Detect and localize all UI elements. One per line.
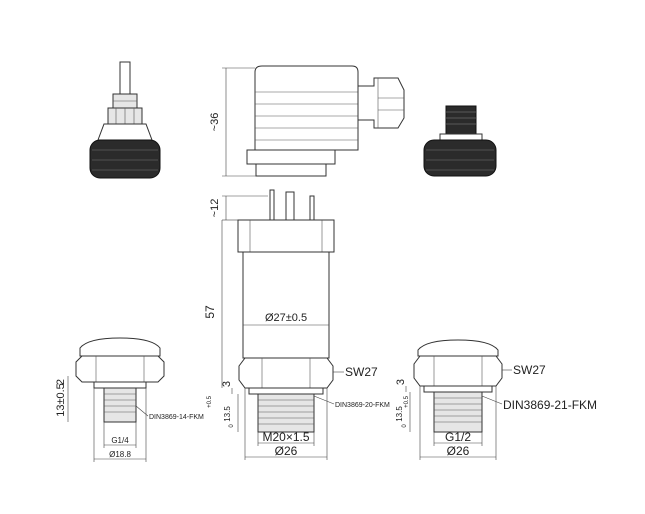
thread-right-dim: G1/2 (433, 430, 483, 446)
dim-13-5-center-label: 13.5 (223, 406, 232, 422)
dim-3-center-label: 3 (221, 381, 233, 387)
dim-3-right-label: 3 (395, 379, 407, 385)
dia-27-label: Ø27±0.5 (265, 312, 307, 324)
thread-right-label: G1/2 (445, 430, 471, 444)
dim-13-left: 13±0.5 2 (55, 376, 69, 422)
dia-18-8: Ø18.8 (93, 388, 147, 462)
dim-3-center: 3 (221, 381, 233, 394)
m12-connector-view (423, 105, 497, 177)
dia-26-right: Ø26 (419, 386, 497, 460)
dia-26-center: Ø26 (244, 388, 328, 460)
g14-fitting-view (75, 337, 165, 423)
thread-center-dim: M20×1.5 (257, 430, 315, 446)
dim-13-5-center-tol2: 0 (229, 424, 235, 428)
dia-27: Ø27±0.5 (243, 312, 329, 326)
din-left-label: DIN3869-14-FKM (149, 414, 204, 421)
sw27-right-label: SW27 (513, 363, 546, 377)
din-center-callout: DIN3869-20-FKM (313, 395, 390, 409)
dim-13-5-right-tol: +0.5 (404, 395, 410, 408)
g12-fitting-view (413, 339, 503, 433)
dim-12-label: ~12 (209, 199, 221, 218)
dia-26-right-label: Ø26 (447, 444, 470, 458)
dim-3-right: 3 (395, 379, 407, 392)
sw27-center-label: SW27 (345, 365, 378, 379)
sw27-center: SW27 (333, 365, 378, 379)
dim-57: 57 (203, 220, 223, 388)
dim-36-label: ~36 (209, 113, 221, 132)
thread-center-label: M20×1.5 (262, 430, 309, 444)
dim-36: ~36 (209, 67, 256, 177)
din-plug-view (246, 65, 405, 177)
din-center-label: DIN3869-20-FKM (335, 402, 390, 409)
dim-13-5-right-label: 13.5 (395, 406, 404, 422)
dim-12: ~12 (209, 195, 268, 221)
dim-2-left-label: 2 (55, 379, 67, 385)
dim-13-left-label: 13±0.5 (55, 383, 67, 417)
dim-57-label: 57 (203, 305, 217, 319)
sw27-right: SW27 (502, 363, 546, 377)
dia-26-center-label: Ø26 (275, 444, 298, 458)
din-right-label: DIN3869-21-FKM (503, 398, 597, 412)
dim-13-5-center: 13.5 +0.5 0 (207, 394, 239, 432)
dim-13-5-center-tol: +0.5 (207, 395, 213, 408)
thread-left-label: G1/4 (111, 436, 129, 445)
dim-13-5-right-tol2: 0 (402, 424, 408, 428)
din-right-callout: DIN3869-21-FKM (481, 395, 597, 412)
pin-connector-view (89, 61, 161, 179)
dim-13-5-right: 13.5 +0.5 0 (395, 392, 411, 432)
dia-18-8-label: Ø18.8 (109, 450, 131, 459)
thread-left-dim: G1/4 (103, 422, 137, 448)
sensor-body-view (237, 189, 335, 433)
